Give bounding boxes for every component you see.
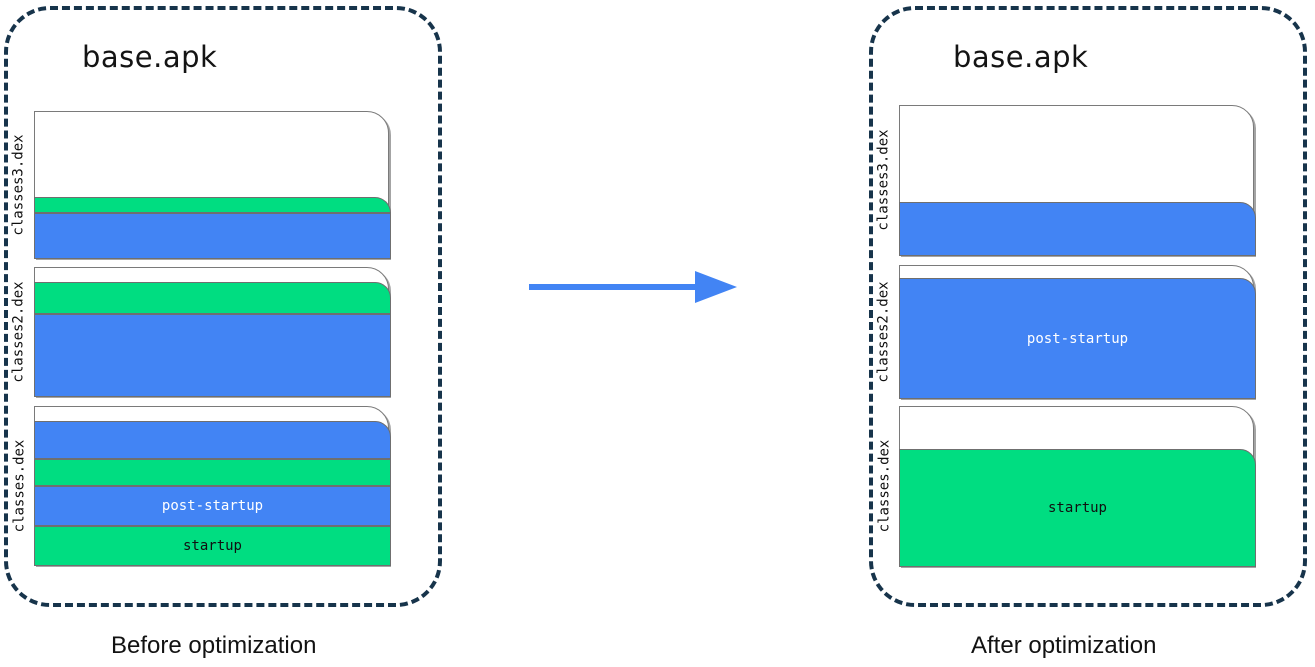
dex-band-post-startup (34, 421, 391, 459)
dex-file-classes3-dex: classes3.dex (8, 111, 393, 259)
apk-title-before: base.apk (82, 40, 218, 74)
dex-band-post-startup (899, 202, 1256, 256)
dex-box (34, 111, 391, 259)
dex-band-post-startup: post-startup (34, 486, 391, 526)
dex-file-classes3-dex: classes3.dex (873, 105, 1258, 256)
dex-label: classes3.dex (873, 105, 895, 255)
apk-panel-after: base.apk classes3.dex classes2.dex post-st… (869, 6, 1307, 607)
dex-band-label: startup (182, 538, 242, 554)
dex-band-startup: startup (34, 526, 391, 566)
dex-label-text: classes.dex (876, 439, 892, 533)
dex-file-classes-dex: classes.dex post-startup startup (8, 406, 393, 566)
dex-label-text: classes.dex (11, 439, 27, 532)
dex-label: classes3.dex (8, 111, 30, 258)
transformation-arrow (527, 268, 739, 306)
arrow-right-icon (529, 271, 737, 303)
dex-label-text: classes3.dex (876, 129, 892, 231)
dex-band-startup (34, 459, 391, 486)
dex-label: classes.dex (8, 406, 30, 565)
dex-label-text: classes2.dex (11, 280, 27, 383)
dex-band-label: post-startup (1026, 330, 1129, 347)
dex-label: classes2.dex (873, 265, 895, 398)
dex-band-post-startup: post-startup (899, 278, 1256, 399)
dex-band-label: startup (1047, 500, 1107, 516)
dex-label: classes.dex (873, 406, 895, 566)
dex-label-text: classes3.dex (11, 133, 27, 236)
dex-box: startup (899, 406, 1256, 567)
dex-band-post-startup (34, 213, 391, 259)
dex-file-classes2-dex: classes2.dex post-startup (873, 265, 1258, 399)
dex-band-label: post-startup (161, 498, 264, 514)
dex-box: post-startup (899, 265, 1256, 399)
apk-panel-before: base.apk classes3.dex classes2.dex classes… (4, 6, 442, 607)
apk-title-after: base.apk (953, 40, 1089, 74)
dex-band-startup (34, 282, 391, 314)
caption-before: Before optimization (111, 632, 317, 659)
dex-band-post-startup (34, 314, 391, 397)
dex-file-classes2-dex: classes2.dex (8, 267, 393, 397)
dex-label-text: classes2.dex (876, 280, 892, 383)
dex-box (34, 267, 391, 397)
dex-box: post-startup startup (34, 406, 391, 566)
dex-label: classes2.dex (8, 267, 30, 396)
caption-after: After optimization (971, 632, 1157, 659)
dex-box (899, 105, 1256, 256)
dex-band-startup (34, 197, 391, 213)
dex-file-classes-dex: classes.dex startup (873, 406, 1258, 567)
dex-band-startup: startup (899, 449, 1256, 567)
